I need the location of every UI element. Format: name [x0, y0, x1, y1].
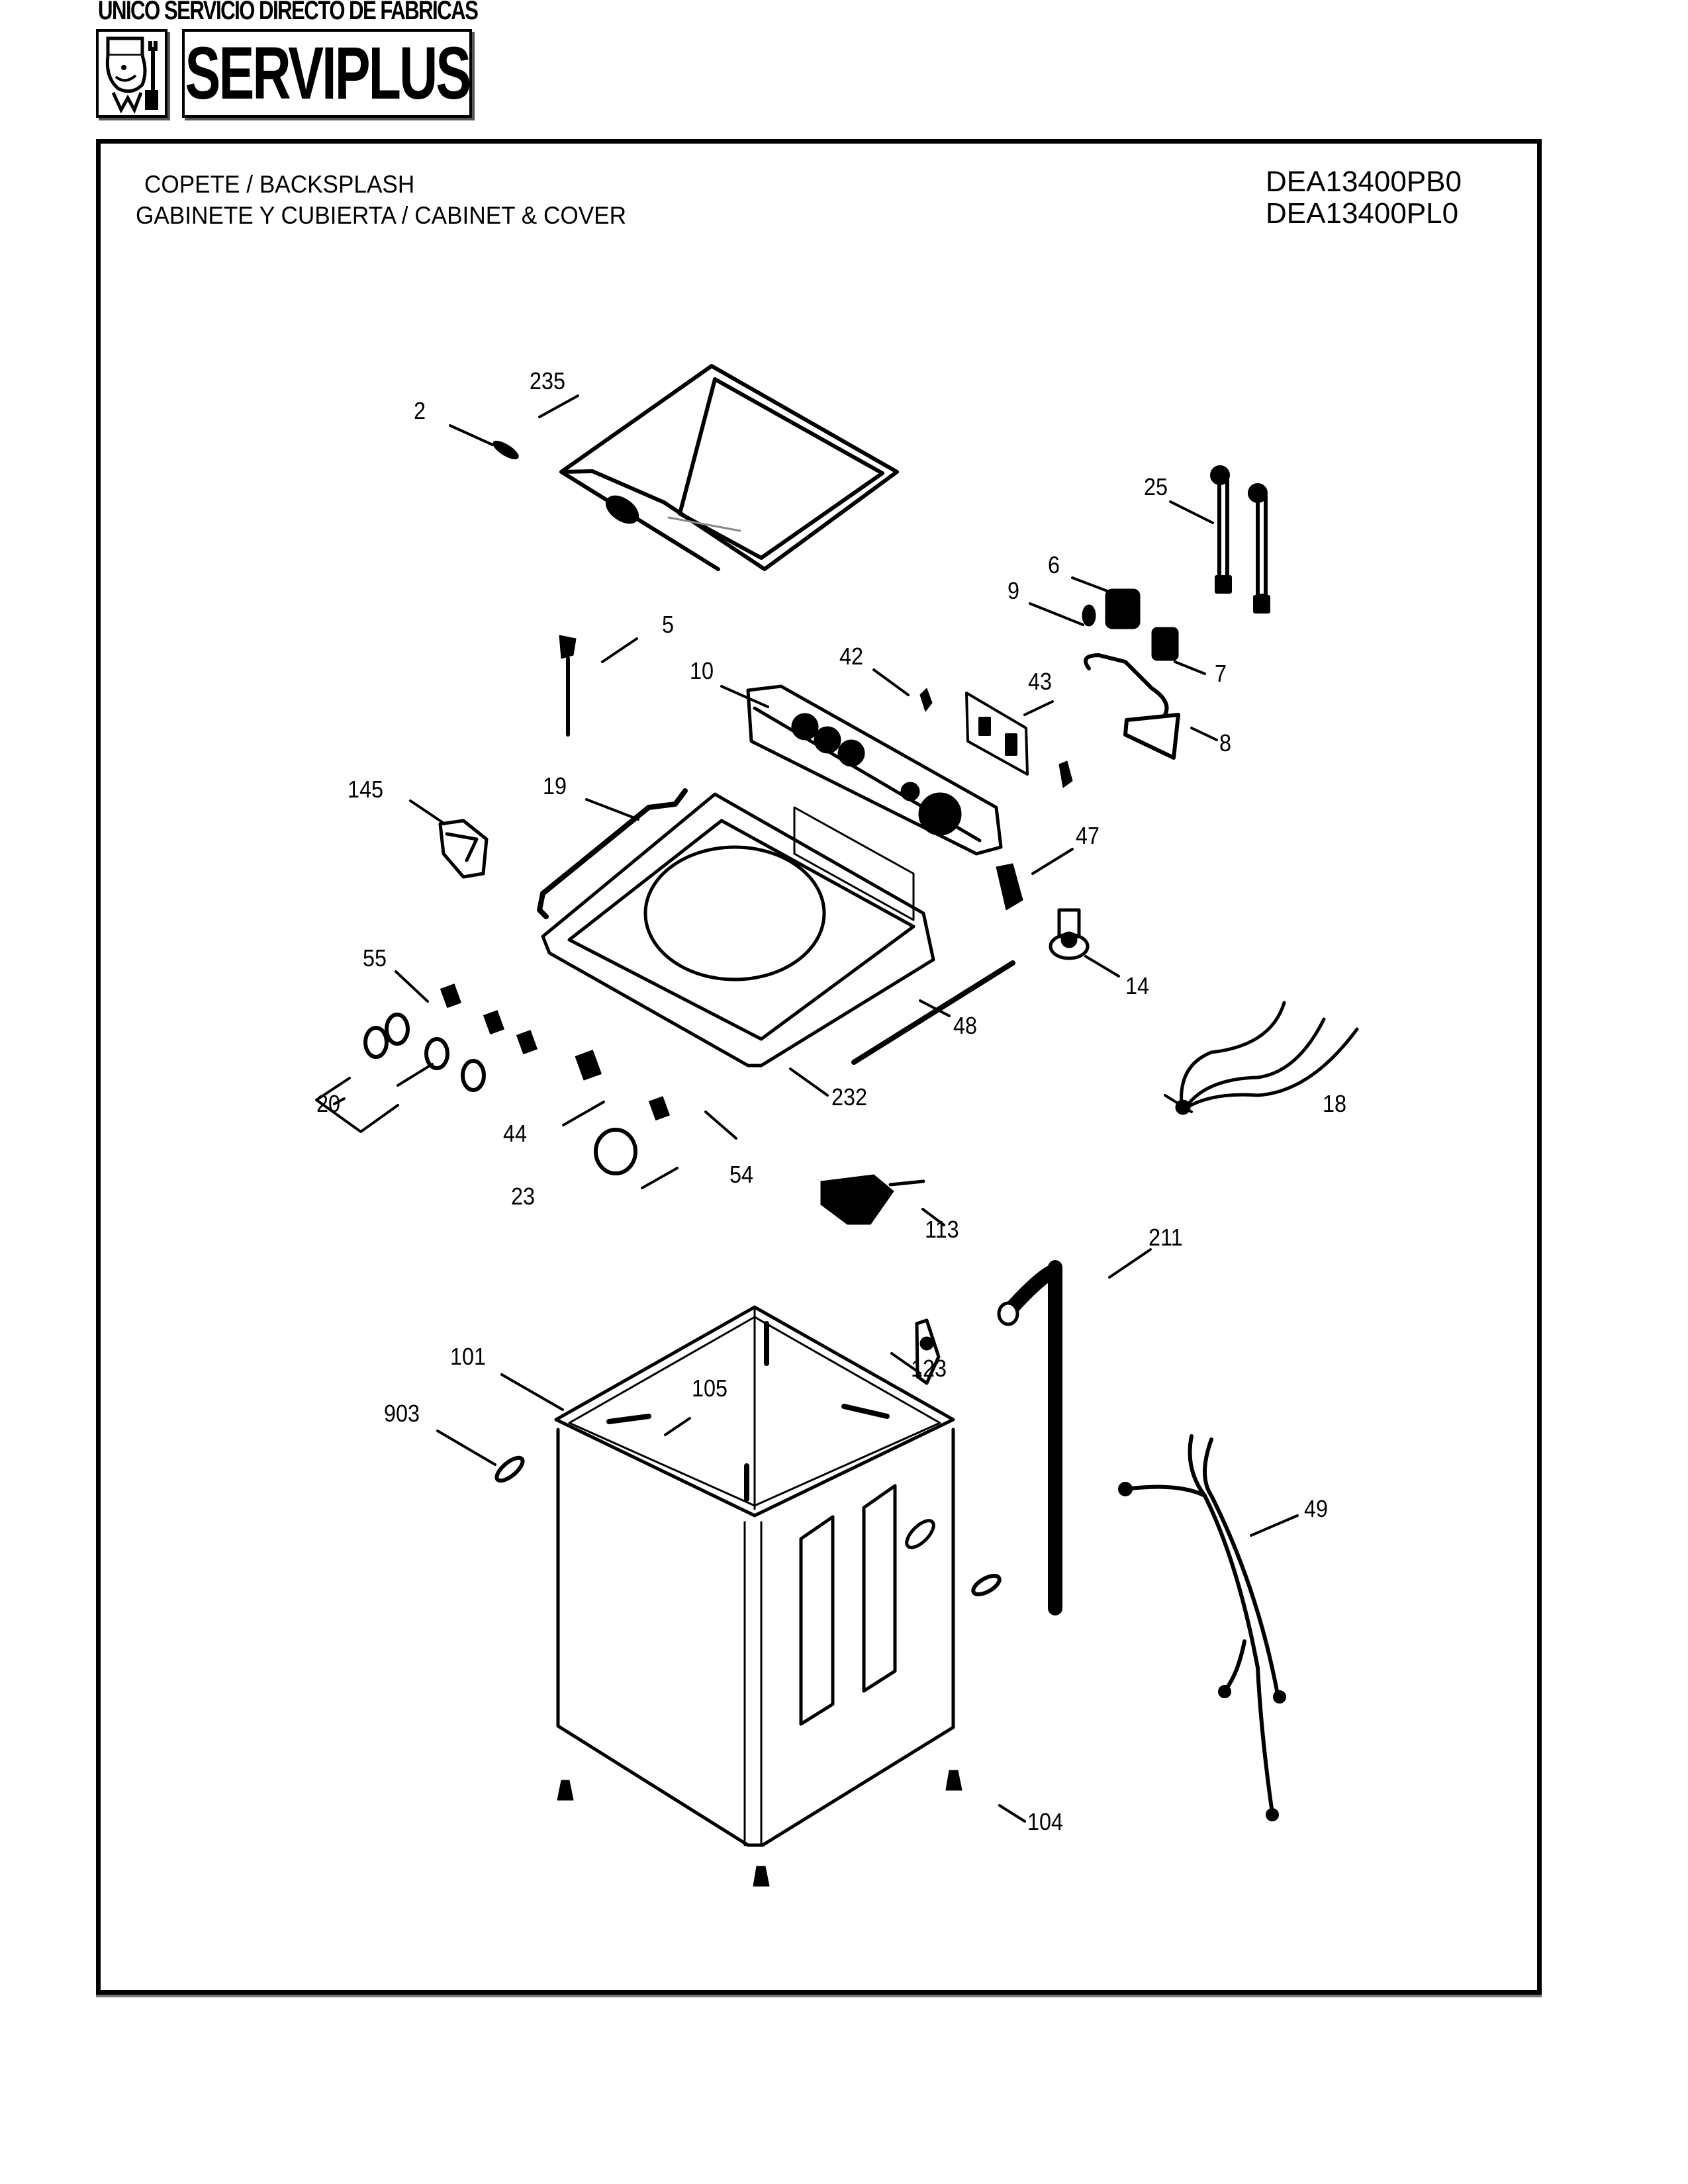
part-label-42: 42 — [839, 643, 864, 670]
top-cover-drawing — [541, 792, 935, 1068]
part-label-7: 7 — [1215, 660, 1227, 687]
part-label-235: 235 — [530, 367, 566, 394]
part-label-14: 14 — [1125, 972, 1150, 999]
control-panel-drawing — [746, 684, 1003, 856]
part-label-20: 20 — [316, 1090, 341, 1117]
part-label-18: 18 — [1323, 1090, 1347, 1117]
part-label-123: 123 — [911, 1355, 947, 1382]
part-label-232: 232 — [831, 1083, 868, 1111]
part-label-48: 48 — [953, 1012, 978, 1039]
handle-insert-2-drawing — [971, 1574, 1002, 1596]
part-label-44: 44 — [503, 1120, 528, 1147]
rod-drawing — [537, 788, 688, 919]
part-label-49: 49 — [1304, 1495, 1329, 1522]
main-harness-drawing — [1118, 1434, 1286, 1821]
switches-drawing — [440, 983, 670, 1121]
technician-with-wrench-icon — [105, 36, 158, 114]
part-label-903: 903 — [384, 1400, 420, 1427]
part-label-43: 43 — [1028, 668, 1053, 695]
leader-lines — [315, 394, 1299, 1823]
part-label-101: 101 — [450, 1343, 487, 1370]
pressure-switch-drawing — [1049, 908, 1090, 960]
lid-drawing — [559, 364, 899, 571]
leveling-feet-drawing — [557, 1770, 962, 1887]
lid-lock-drawing — [820, 1174, 925, 1225]
part-label-211: 211 — [1149, 1224, 1183, 1251]
part-label-105: 105 — [692, 1375, 728, 1402]
logo — [96, 29, 167, 118]
section-title-cabinet: GABINETE Y CUBIERTA / CABINET & COVER — [136, 202, 626, 229]
lid-switch-drawing — [559, 635, 577, 737]
panel-clip-drawing — [919, 688, 933, 712]
wire-harness-drawing — [1175, 1001, 1359, 1115]
part-label-113: 113 — [925, 1216, 959, 1243]
model-number-2: DEA13400PL0 — [1266, 197, 1459, 230]
part-label-9: 9 — [1008, 577, 1020, 604]
part-label-104: 104 — [1027, 1808, 1064, 1835]
water-valves-drawing — [1082, 588, 1180, 760]
part-label-54: 54 — [729, 1161, 754, 1188]
wire-connector-drawing — [996, 863, 1023, 911]
part-label-6: 6 — [1048, 551, 1060, 578]
brand-logo-box: SERVIPLUS — [182, 29, 472, 118]
part-label-19: 19 — [543, 772, 567, 799]
pressure-hose-drawing — [851, 960, 1015, 1065]
part-label-5: 5 — [662, 611, 675, 638]
part-label-10: 10 — [690, 657, 714, 684]
knobs-drawing — [363, 1013, 637, 1175]
brand-name: SERVIPLUS — [185, 32, 471, 114]
part-label-8: 8 — [1219, 729, 1232, 756]
lid-bumper-drawing — [492, 441, 519, 459]
section-title-backsplash: COPETE / BACKSPLASH — [144, 171, 415, 198]
cabinet-drawing — [554, 1305, 955, 1847]
model-number-1: DEA13400PB0 — [1266, 165, 1462, 198]
control-board-drawing — [965, 692, 1029, 776]
handle-insert-drawing — [494, 1455, 525, 1483]
part-label-47: 47 — [1076, 822, 1100, 849]
part-label-145: 145 — [348, 776, 384, 803]
brand-tagline: UNICO SERVICIO DIRECTO DE FABRICAS — [98, 0, 479, 25]
inlet-hoses-drawing — [1210, 465, 1270, 614]
part-label-2: 2 — [414, 397, 426, 424]
part-label-25: 25 — [1144, 473, 1168, 500]
part-label-23: 23 — [511, 1183, 536, 1210]
part-label-55: 55 — [363, 944, 387, 972]
hose-bracket-drawing — [915, 1318, 941, 1385]
dispenser-drawing — [438, 819, 489, 879]
clip-drawing — [1058, 760, 1073, 788]
drain-hose-drawing — [997, 1260, 1062, 1615]
diagram-frame — [96, 139, 1542, 1995]
